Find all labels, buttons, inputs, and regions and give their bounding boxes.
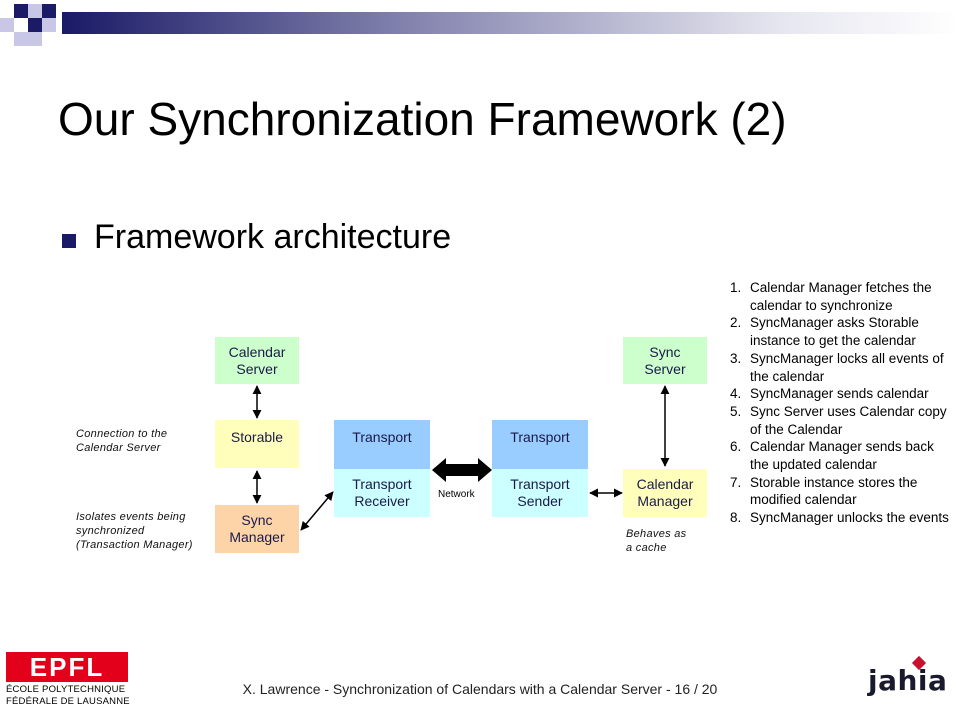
epfl-logo-line1: ÉCOLE POLYTECHNIQUE <box>6 684 126 695</box>
step-item: 7.Storable instance stores the modified … <box>730 474 918 508</box>
step-item: 6.Calendar Manager sends back the update… <box>730 439 934 473</box>
bullet-square-icon <box>62 234 76 248</box>
step-item: 1.Calendar Manager fetches the calendar … <box>730 280 932 313</box>
step-item: 4.SyncManager sends calendar <box>730 386 929 402</box>
epfl-logo-mark: EPFL <box>6 652 128 682</box>
step-item: 5.Sync Server uses Calendar copy of the … <box>730 403 947 437</box>
calendar-server-box: Calendar Server <box>215 337 299 384</box>
epfl-logo-line2: FÉDÉRALE DE LAUSANNE <box>6 696 130 707</box>
sync-manager-box: Sync Manager <box>215 505 299 553</box>
top-gradient-bar <box>62 12 960 34</box>
transport-receiver-box: Transport Receiver <box>334 469 430 517</box>
network-arrow <box>432 458 492 482</box>
steps-list: 1.Calendar Manager fetches the calendar … <box>730 279 955 527</box>
corner-decoration <box>0 0 80 60</box>
note-cache: Behaves as a cache <box>626 528 687 554</box>
step-item: 3.SyncManager locks all events of the ca… <box>730 350 944 384</box>
jahia-logo: jahia <box>864 654 948 704</box>
footer-text: X. Lawrence - Synchronization of Calenda… <box>242 681 718 697</box>
step-item: 8.SyncManager unlocks the events <box>730 510 949 526</box>
slide-title: Our Synchronization Framework (2) <box>58 93 787 145</box>
transport-right-top-box: Transport <box>492 420 588 469</box>
epfl-logo: EPFL ÉCOLE POLYTECHNIQUE FÉDÉRALE DE LAU… <box>6 652 130 712</box>
network-label: Network <box>438 489 475 500</box>
arrow-syncmanager-receiver <box>300 491 334 531</box>
note-connection: Connection to the Calendar Server <box>76 428 168 454</box>
footer-divider <box>0 648 960 649</box>
jahia-diamond-icon <box>911 655 927 671</box>
sync-server-box: Sync Server <box>623 337 707 384</box>
transport-left-top-box: Transport <box>334 420 430 469</box>
calendar-manager-box: Calendar Manager <box>623 469 707 517</box>
bullet-text: Framework architecture <box>94 218 452 256</box>
storable-box: Storable <box>215 420 299 468</box>
step-item: 2.SyncManager asks Storable instance to … <box>730 315 919 349</box>
note-isolates: Isolates events being synchronized (Tran… <box>76 511 193 551</box>
jahia-logo-text: jahia <box>868 664 948 697</box>
transport-sender-box: Transport Sender <box>492 469 588 517</box>
